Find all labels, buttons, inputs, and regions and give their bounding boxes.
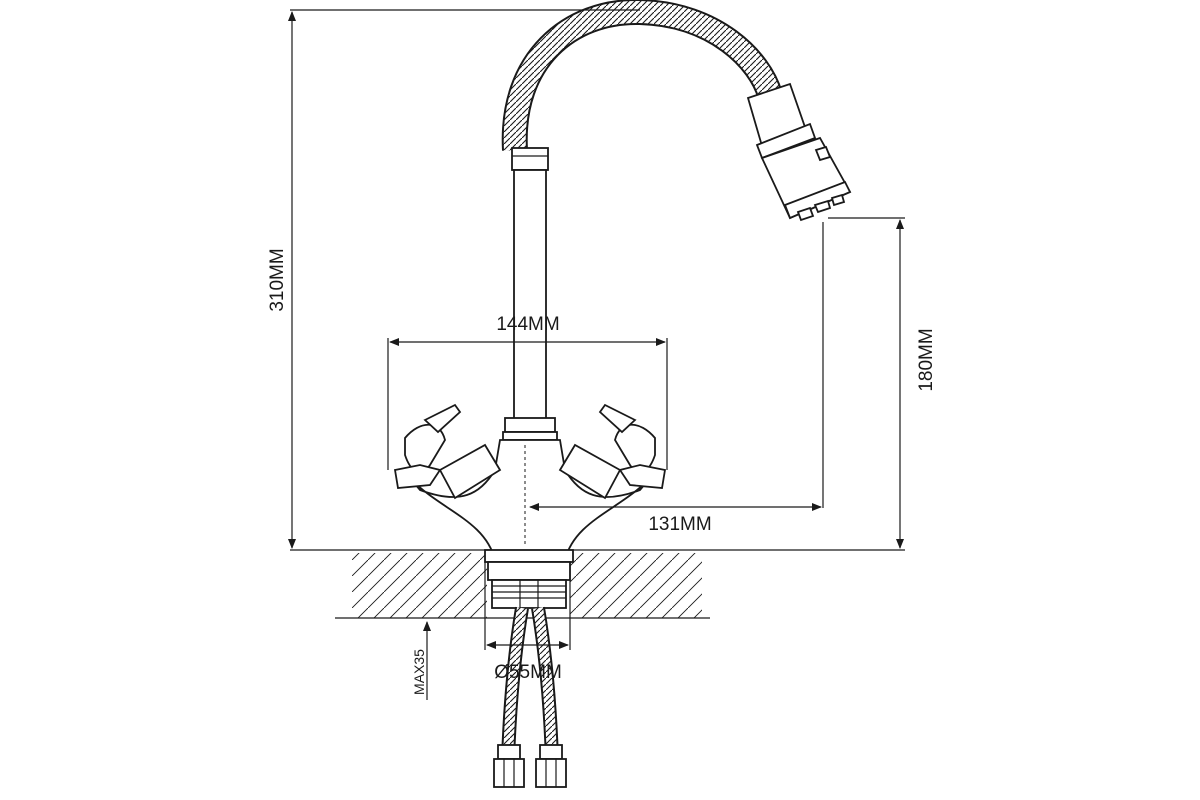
dimension-total-height: 310MM [267, 9, 640, 549]
left-handle [393, 403, 502, 500]
dimension-base-diameter-label: Ø55MM [494, 662, 562, 683]
dimension-max-thickness: MAX35 [411, 621, 431, 700]
spout-pipe [502, 147, 558, 441]
flexible-spout [501, 0, 783, 151]
faucet-body [409, 439, 651, 561]
right-handle [558, 403, 667, 500]
dimension-handle-span: 144MM [387, 314, 668, 470]
dimension-total-height-label: 310MM [267, 248, 288, 311]
supply-hoses [493, 606, 567, 788]
countertop-section [290, 549, 905, 619]
dimension-max-thickness-label: MAX35 [411, 649, 427, 695]
dimension-spout-reach: 131MM [529, 222, 824, 535]
dimension-spout-reach-label: 131MM [648, 514, 711, 535]
dimension-base-diameter: Ø55MM [484, 562, 571, 683]
dimension-spout-height: 180MM [828, 217, 937, 549]
dimension-handle-span-label: 144MM [496, 314, 559, 335]
spray-head [746, 82, 852, 222]
dimension-spout-height-label: 180MM [916, 328, 937, 391]
mounting-nut [484, 549, 574, 609]
